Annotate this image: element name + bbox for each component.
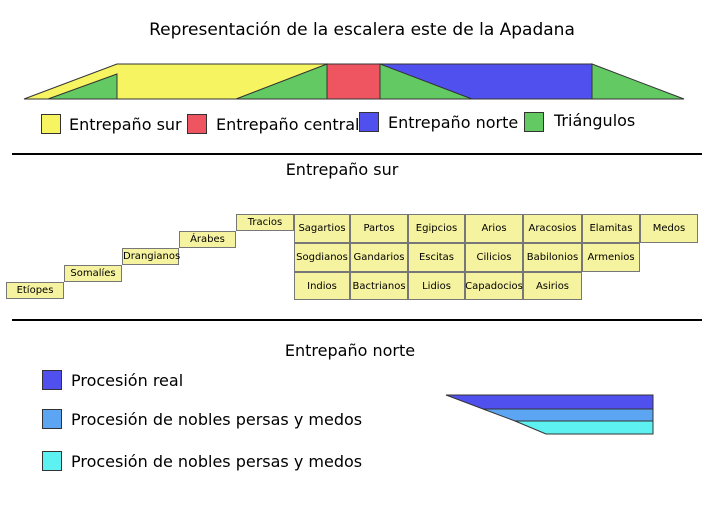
legend-label-nobles-1: Procesión de nobles persas y medos	[71, 410, 363, 429]
legend-label-triangles: Triángulos	[554, 111, 636, 130]
royal-procession-shape	[445, 394, 654, 410]
cell-babilonios: Babilonios	[523, 243, 582, 272]
cell-sagartios: Sagartios	[294, 214, 350, 243]
legend-label-central: Entrepaño central	[216, 115, 360, 134]
step-etiopes: Etíopes	[6, 282, 64, 299]
legend-swatch-north	[359, 112, 379, 132]
nobles-procession-2-shape	[514, 420, 654, 435]
step-somalies: Somalíes	[64, 265, 122, 282]
step-tracios: Tracios	[236, 214, 294, 231]
cell-escitas: Escitas	[408, 243, 465, 272]
cell-indios: Indios	[294, 272, 350, 300]
cell-gandarios: Gandarios	[350, 243, 408, 272]
cell-bactrianos: Bactrianos	[350, 272, 408, 300]
diagram-title: Representación de la escalera este de la…	[149, 20, 575, 40]
cell-capadocios: Capadocios	[465, 272, 523, 300]
cell-arios: Arios	[465, 214, 523, 243]
legend-swatch-nobles-2	[42, 451, 62, 471]
cell-aracosios: Aracosios	[523, 214, 582, 243]
cell-medos: Medos	[640, 214, 698, 243]
cell-partos: Partos	[350, 214, 408, 243]
legend-swatch-royal	[42, 370, 62, 390]
divider-2	[12, 319, 702, 321]
legend-swatch-central	[187, 114, 207, 134]
nobles-procession-1-shape	[482, 408, 654, 422]
cell-sogdianos: Sogdianos	[294, 243, 350, 272]
divider-1	[12, 153, 702, 155]
cell-egipcios: Egipcios	[408, 214, 465, 243]
legend-swatch-triangles	[524, 112, 544, 132]
cell-lidios: Lidios	[408, 272, 465, 300]
north-section-title: Entrepaño norte	[284, 341, 416, 360]
step-drangianos: Drangianos	[122, 248, 180, 265]
north-triangle-right	[591, 63, 685, 100]
legend-label-nobles-2: Procesión de nobles persas y medos	[71, 452, 363, 471]
cell-cilicios: Cilicios	[465, 243, 523, 272]
central-panel-shape	[326, 63, 381, 100]
legend-label-south: Entrepaño sur	[69, 115, 182, 134]
legend-label-north: Entrepaño norte	[388, 113, 519, 132]
legend-label-royal: Procesión real	[71, 371, 184, 390]
legend-swatch-south	[41, 114, 61, 134]
step-arabes: Árabes	[179, 231, 236, 248]
legend-swatch-nobles-1	[42, 409, 62, 429]
cell-elamitas: Elamitas	[582, 214, 640, 243]
cell-armenios: Armenios	[582, 243, 640, 272]
south-section-title: Entrepaño sur	[285, 160, 399, 179]
cell-asirios: Asirios	[523, 272, 582, 300]
